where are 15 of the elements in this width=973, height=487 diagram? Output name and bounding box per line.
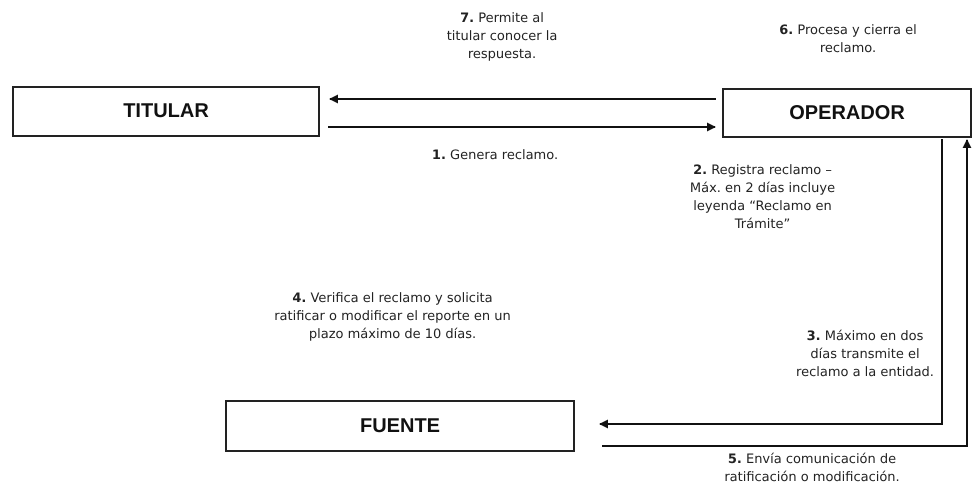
entity-name: OPERADOR	[789, 102, 905, 124]
entity-name: FUENTE	[360, 414, 440, 438]
edge-label: 5. Envía comunicación de ratificación o modificación.	[723, 451, 901, 487]
step-description: 2. Registra reclamo – Máx. en 2 días incluye leyenda “Reclamo en Trámite”	[688, 162, 836, 234]
step-description: 4. Verifica el reclamo y solicita ratificar o modificar el reporte en un plazo máximo de 10 días.	[273, 290, 512, 344]
entity-box	[225, 400, 575, 452]
edge-label: 1. Genera reclamo.	[430, 147, 560, 165]
entity-name: TITULAR	[123, 100, 209, 123]
entity-box	[12, 86, 320, 137]
arrow	[328, 122, 716, 132]
edge-label: 3. Máximo en dos días transmite el reclamo a la entidad.	[796, 328, 934, 382]
edge-label: 7. Permite al titular conocer la respuesta.	[446, 10, 558, 64]
arrow	[329, 94, 716, 104]
step-description: 6. Procesa y cierra el reclamo.	[778, 22, 918, 58]
entity-box	[722, 88, 972, 138]
